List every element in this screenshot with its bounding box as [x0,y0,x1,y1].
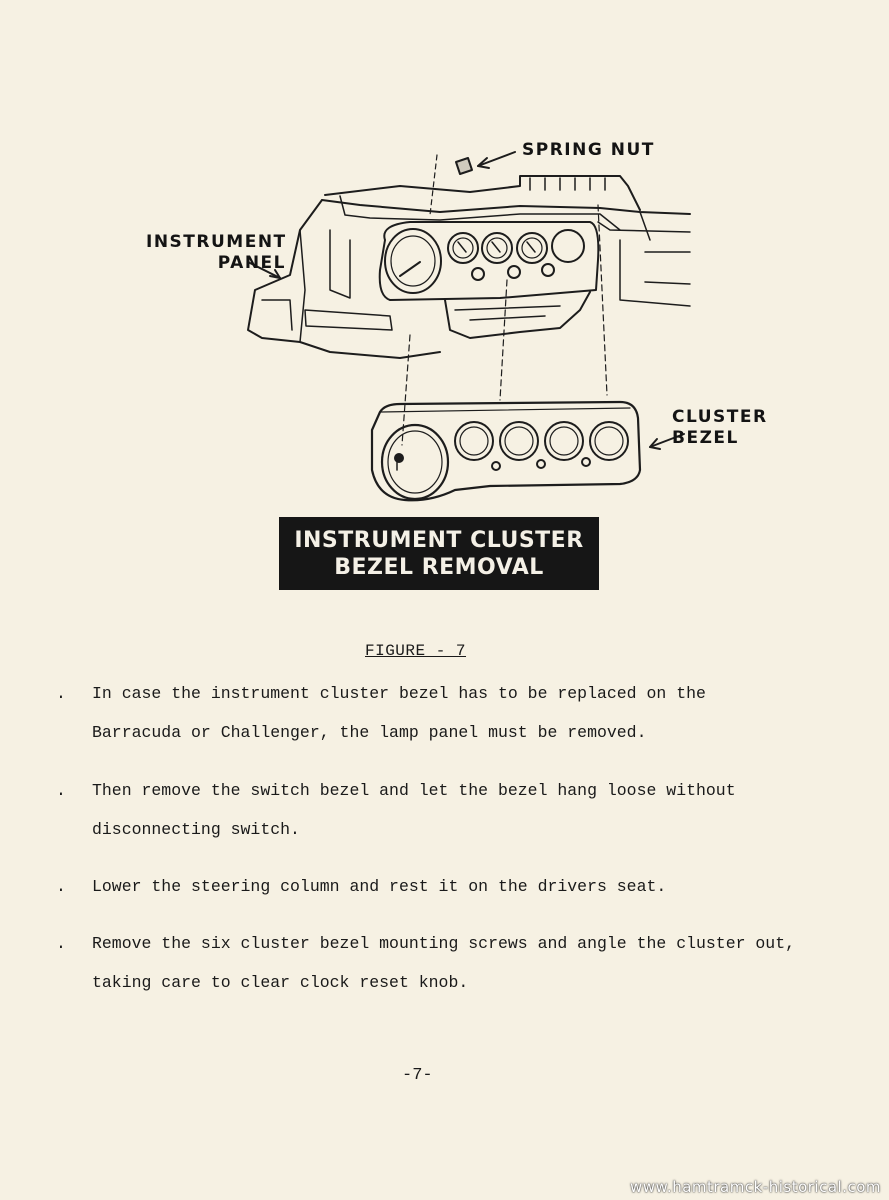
step-item: . In case the instrument cluster bezel h… [56,674,796,752]
spring-nut-callout: SPRING NUT [522,140,655,160]
step-text: Then remove the switch bezel and let the… [92,781,736,839]
step-item: . Remove the six cluster bezel mounting … [56,924,796,1002]
instrument-panel-drawing [247,151,691,502]
figure-illustration: SPRING NUT INSTRUMENT PANEL CLUSTER BEZE… [146,140,768,590]
page-number: -7- [402,1066,433,1085]
step-item: . Lower the steering column and rest it … [56,867,796,906]
figure-caption: FIGURE - 7 [365,642,467,660]
figure-title: INSTRUMENT CLUSTER BEZEL REMOVAL [294,528,584,580]
step-bullet: . [56,781,66,800]
step-item: . Then remove the switch bezel and let t… [56,771,796,849]
cluster-bezel-callout: CLUSTER BEZEL [672,407,768,448]
watermark: www.hamtramck-historical.com [630,1178,881,1196]
step-bullet: . [56,877,66,896]
step-text: Remove the six cluster bezel mounting sc… [92,934,796,992]
step-text: In case the instrument cluster bezel has… [92,684,706,742]
step-text: Lower the steering column and rest it on… [92,877,667,896]
step-bullet: . [56,934,66,953]
step-bullet: . [56,684,66,703]
figure-title-box: INSTRUMENT CLUSTER BEZEL REMOVAL [279,517,599,590]
instrument-panel-callout: INSTRUMENT PANEL [146,232,287,273]
